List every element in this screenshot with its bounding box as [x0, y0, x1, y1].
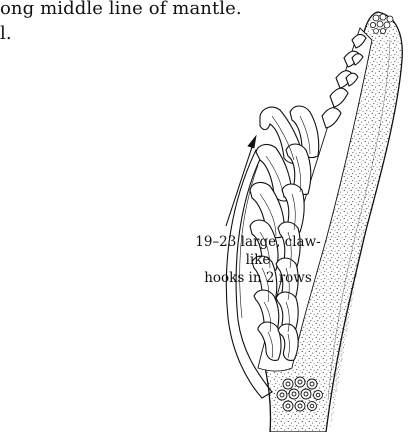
hooks-annotation: 19–23 large, claw-like hooks in 2 rows: [192, 233, 324, 287]
annotation-line-1: 19–23 large, claw-like: [192, 233, 324, 269]
annotation-line-2: hooks in 2 rows: [192, 269, 324, 287]
